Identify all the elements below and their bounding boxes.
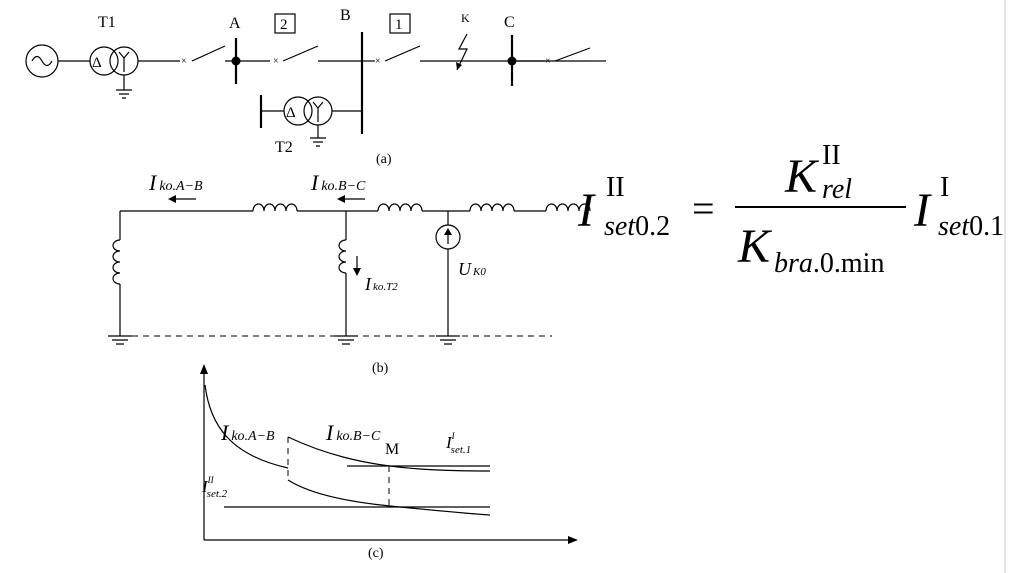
breaker-1-icon	[384, 45, 421, 62]
transformer-t1-primary-icon	[89, 46, 119, 76]
fault-lightning-icon	[456, 33, 468, 71]
protection-2-box	[274, 13, 296, 34]
formula-lhs-sub: set0.2	[604, 211, 670, 242]
fault-label: K	[461, 11, 470, 25]
point-m-label: M	[385, 441, 399, 458]
svg-text:×: ×	[181, 56, 187, 67]
caption-a: (a)	[376, 152, 392, 167]
formula-rhs: I	[913, 184, 932, 237]
formula-equals: =	[692, 186, 715, 231]
t1-wye-icon	[118, 51, 130, 72]
t2-wye-icon	[312, 101, 324, 122]
ground-icon	[310, 137, 326, 147]
fault-arrow-icon	[456, 62, 462, 70]
curve-ko-ab	[204, 384, 289, 469]
x-axis-arrow-icon	[568, 536, 578, 544]
inductor-end-icon	[545, 203, 591, 212]
t2-label: T2	[275, 139, 293, 156]
formula-num-sup: II	[822, 140, 841, 171]
caption-c: (c)	[368, 546, 384, 561]
curve-ko-bc-lower	[287, 479, 491, 516]
formula-den-k: K	[737, 220, 773, 273]
arrow-down-icon	[353, 268, 361, 276]
t2-delta-symbol: Δ	[286, 105, 296, 121]
arrow-left-icon	[337, 195, 345, 203]
formula-lhs-sup: II	[606, 172, 625, 203]
inductor-bc-icon	[377, 203, 423, 212]
svg-text:×: ×	[273, 56, 279, 67]
ground-icon	[334, 335, 358, 345]
ground-icon	[116, 89, 132, 99]
formula-rhs-sub: set0.1	[938, 211, 1004, 242]
svg-text:×: ×	[375, 56, 381, 67]
inductor-t2-shunt-icon	[338, 239, 347, 274]
arrow-left-icon	[168, 195, 176, 203]
breaker-c-icon	[554, 47, 591, 62]
t1-delta-symbol: Δ	[92, 55, 102, 71]
breaker-2-icon	[282, 45, 319, 62]
setting-formula: I II set0.2 = K II rel K bra.0.min I I s…	[577, 140, 1004, 279]
breaker-a-icon	[191, 45, 226, 62]
inductor-c-icon	[469, 203, 515, 212]
inductor-t1-shunt-icon	[112, 239, 121, 285]
protection-1-label: 1	[395, 17, 403, 33]
bus-a-node	[231, 56, 241, 66]
transformer-t2-primary-icon	[283, 96, 313, 126]
ground-icon	[436, 335, 460, 345]
inductor-ab-icon	[252, 203, 298, 212]
y-axis-arrow-icon	[200, 364, 208, 374]
formula-den-sub: bra.0.min	[774, 248, 884, 279]
ground-icon	[108, 335, 132, 345]
bus-b-label: B	[340, 7, 351, 24]
protection-1-box	[389, 13, 411, 34]
t1-label: T1	[98, 14, 116, 31]
caption-b: (b)	[372, 361, 389, 376]
formula-num-sub: rel	[822, 174, 852, 205]
formula-rhs-sup: I	[940, 172, 949, 203]
formula-lhs: I	[577, 184, 596, 237]
bus-c-label: C	[504, 14, 515, 31]
single-line-diagram: Δ T1 × A 2 × B Δ T2 ×	[25, 7, 606, 167]
generator-sine-icon	[31, 55, 53, 67]
protection-2-label: 2	[280, 17, 288, 33]
curve-ko-bc-upper	[287, 436, 491, 472]
svg-text:×: ×	[545, 56, 551, 67]
bus-a-label: A	[229, 15, 241, 32]
formula-num-k: K	[784, 150, 820, 203]
